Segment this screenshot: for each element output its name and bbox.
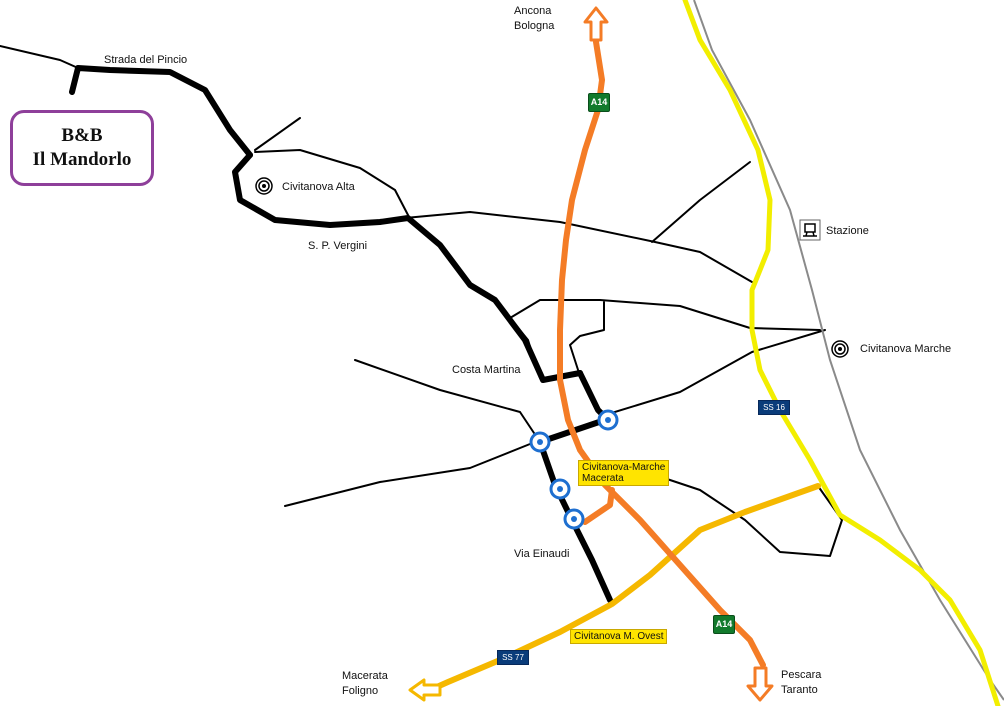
label-stazione: Stazione <box>826 225 869 237</box>
label-strada-pincio: Strada del Pincio <box>104 54 188 66</box>
dest-south-1: Pescara <box>781 669 822 681</box>
roundabout-icon <box>529 431 551 453</box>
dest-west-2: Foligno <box>342 685 379 697</box>
road-west-2 <box>354 359 541 443</box>
costa-martina-link <box>577 370 608 420</box>
road-southeast <box>639 469 843 557</box>
label-destination-west: Macerata Foligno <box>342 669 388 699</box>
road-east-branch <box>651 161 751 243</box>
road-alta-north <box>254 117 301 151</box>
exit-line1: Civitanova-Marche <box>582 462 666 473</box>
dest-west-1: Macerata <box>342 670 388 682</box>
bnb-label-box: B&B Il Mandorlo <box>10 110 154 186</box>
roundabout-icon <box>549 478 571 500</box>
label-destination-south: Pescara Taranto <box>781 668 821 698</box>
arrow-west-icon <box>408 678 442 702</box>
dest-north-1: Ancona <box>514 5 552 17</box>
a14-shield-south: A14 <box>713 615 735 634</box>
train-station-icon <box>799 219 821 241</box>
sp-vergini-loop <box>232 152 583 383</box>
road-east-1 <box>404 211 753 283</box>
road-central-loop <box>509 299 821 331</box>
a14-exit-branch <box>582 487 615 525</box>
road-alta-loop-east <box>254 149 409 216</box>
ss77-shield: SS 77 <box>497 650 529 665</box>
a14-shield-north: A14 <box>588 93 610 112</box>
label-sp-vergini: S. P. Vergini <box>308 240 368 252</box>
arrow-south-icon <box>746 666 774 702</box>
label-via-einaudi: Via Einaudi <box>514 548 570 560</box>
ss16-shield: SS 16 <box>758 400 790 415</box>
road-loop-inner <box>569 301 605 377</box>
town-marker-icon <box>255 177 273 195</box>
strada-pincio-road <box>69 65 253 158</box>
road-to-marche <box>604 329 826 416</box>
a14-motorway <box>557 39 766 668</box>
bnb-line1: B&B <box>61 125 103 146</box>
label-destination-north: Ancona Bologna <box>514 4 554 34</box>
local-roads <box>0 45 843 557</box>
label-civitanova-alta: Civitanova Alta <box>282 181 355 193</box>
roundabouts <box>529 409 619 530</box>
bnb-line2: Il Mandorlo <box>32 149 132 170</box>
arrow-north-icon <box>583 6 609 42</box>
exit-label-civitanova-macerata: Civitanova-Marche Macerata <box>578 460 670 486</box>
roundabout-icon <box>597 409 619 431</box>
town-marker-icon <box>831 340 849 358</box>
exit-label-civitanova-ovest: Civitanova M. Ovest <box>570 629 668 644</box>
dest-south-2: Taranto <box>781 684 818 696</box>
dest-north-2: Bologna <box>514 20 555 32</box>
road-northwest <box>0 45 79 69</box>
railway-line <box>693 0 1004 701</box>
roundabout-icon <box>563 508 585 530</box>
road-west-long <box>284 441 536 507</box>
exit-line2: Macerata <box>582 473 624 484</box>
ss16-road <box>682 0 1001 706</box>
label-costa-martina: Costa Martina <box>452 364 521 376</box>
label-civitanova-marche: Civitanova Marche <box>860 343 952 355</box>
